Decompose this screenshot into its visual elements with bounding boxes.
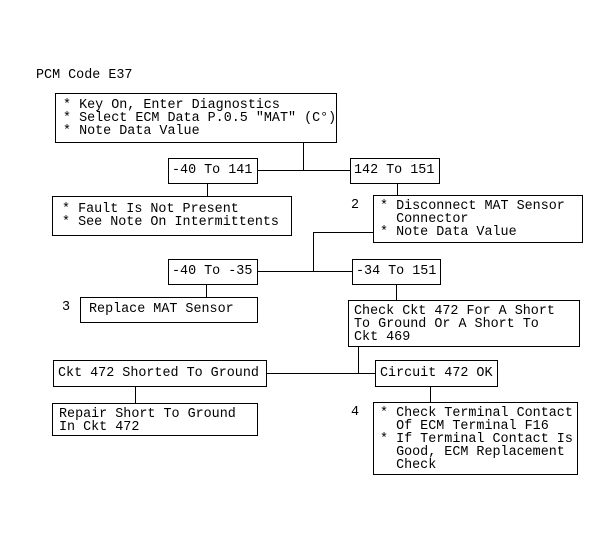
- connector-step2-left: [313, 232, 373, 233]
- range-label: 142 To 151: [354, 163, 435, 178]
- connector-step1-down: [303, 143, 304, 171]
- step4-number: 4: [351, 405, 360, 420]
- node-step3-replace-mat-sensor: Replace MAT Sensor: [80, 297, 258, 323]
- repair-line: In Ckt 472: [59, 420, 140, 435]
- step3-number: 3: [62, 300, 71, 315]
- connector-142-151-down: [397, 184, 398, 195]
- repair-line: Repair Short To Ground: [59, 407, 236, 422]
- node-step2-line: * Disconnect MAT Sensor: [380, 199, 565, 214]
- range-label: -34 To 151: [356, 264, 437, 279]
- node-step2-line: * Note Data Value: [380, 225, 517, 240]
- connector-neg40-neg35-down: [206, 285, 207, 297]
- connector-result-row: [267, 373, 375, 374]
- node-repair-short: Repair Short To Ground In Ckt 472: [52, 403, 258, 436]
- node-step4: * Check Terminal Contact Of ECM Terminal…: [373, 402, 578, 475]
- connector-step2-down: [313, 232, 314, 272]
- connector-neg40-141-down: [207, 184, 208, 196]
- node-step4-line: Of ECM Terminal F16: [380, 419, 549, 434]
- fault-line: * See Note On Intermittents: [62, 215, 279, 230]
- circuit-ok-label: Circuit 472 OK: [380, 366, 493, 381]
- node-step2-line: Connector: [380, 212, 469, 227]
- node-range-neg34-to-151: -34 To 151: [352, 259, 441, 285]
- connector-neg34-151-down: [396, 285, 397, 300]
- step2-number: 2: [351, 198, 360, 213]
- node-range-neg40-to-neg35: -40 To -35: [168, 259, 258, 285]
- node-step1: * Key On, Enter Diagnostics * Select ECM…: [55, 93, 337, 143]
- node-step4-line: * Check Terminal Contact: [380, 406, 573, 421]
- node-range-neg40-to-141: -40 To 141: [168, 158, 258, 184]
- node-circuit-472-ok: Circuit 472 OK: [375, 360, 498, 387]
- shorted-label: Ckt 472 Shorted To Ground: [58, 366, 259, 381]
- node-step1-line: * Select ECM Data P.0.5 "MAT" (C°): [63, 111, 337, 126]
- connector-shorted-down: [135, 387, 136, 403]
- node-step2: * Disconnect MAT Sensor Connector * Note…: [373, 195, 583, 243]
- range-label: -40 To 141: [172, 163, 253, 178]
- page-title: PCM Code E37: [36, 68, 133, 83]
- node-ckt-472-shorted: Ckt 472 Shorted To Ground: [53, 360, 267, 387]
- connector-check-down: [358, 347, 359, 374]
- connector-ok-down: [430, 387, 431, 402]
- check-ckt-line: Ckt 469: [354, 330, 411, 345]
- node-step4-line: Check: [380, 458, 437, 473]
- node-step3-label: Replace MAT Sensor: [89, 302, 234, 317]
- node-step4-line: Good, ECM Replacement: [380, 445, 565, 460]
- node-step4-line: * If Terminal Contact Is: [380, 432, 573, 447]
- check-ckt-line: To Ground Or A Short To: [354, 317, 539, 332]
- node-fault-not-present: * Fault Is Not Present * See Note On Int…: [52, 196, 292, 236]
- connector-range-row-2: [258, 271, 352, 272]
- check-ckt-line: Check Ckt 472 For A Short: [354, 304, 555, 319]
- fault-line: * Fault Is Not Present: [62, 202, 239, 217]
- node-step1-line: * Note Data Value: [63, 124, 200, 139]
- connector-range-row-1: [257, 170, 350, 171]
- node-range-142-to-151: 142 To 151: [350, 158, 440, 184]
- range-label: -40 To -35: [172, 264, 253, 279]
- node-check-ckt-472: Check Ckt 472 For A Short To Ground Or A…: [348, 300, 580, 347]
- node-step1-line: * Key On, Enter Diagnostics: [63, 98, 280, 113]
